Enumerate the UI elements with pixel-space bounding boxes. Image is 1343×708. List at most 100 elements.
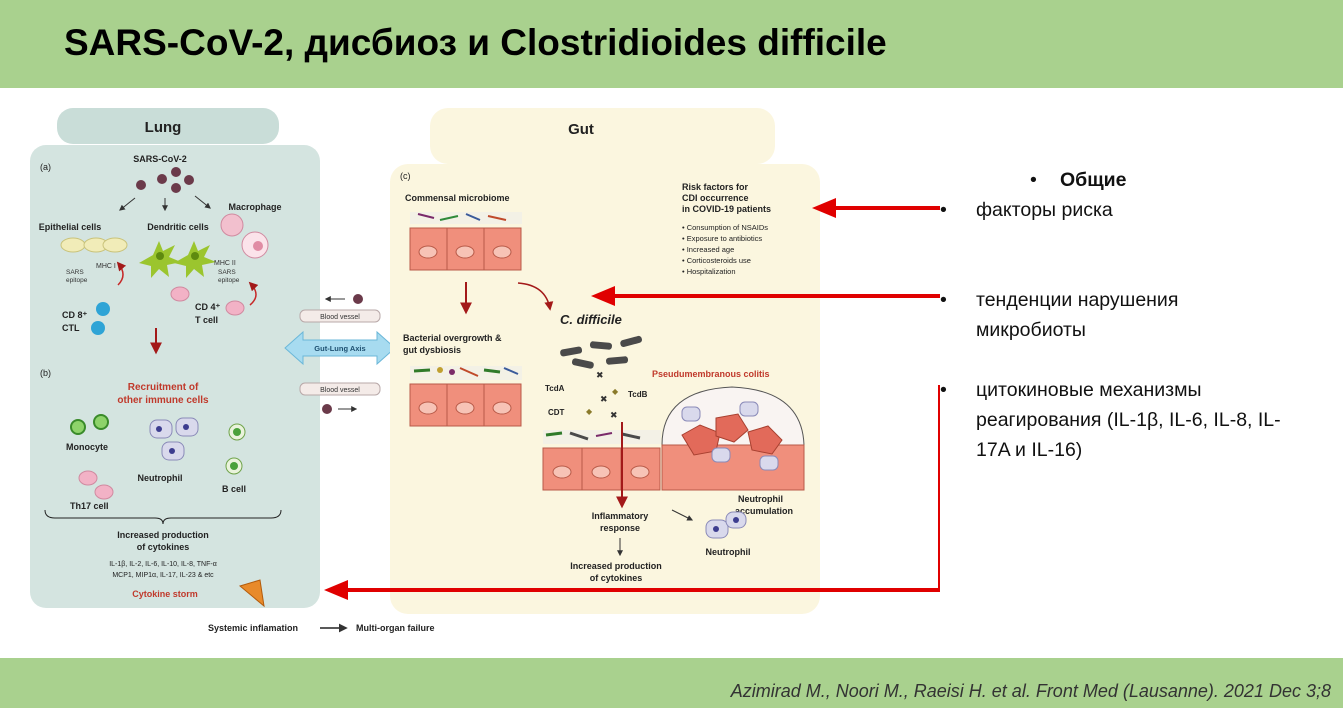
cdiff-bacteria	[560, 335, 642, 369]
inflammatory-label-1: Inflammatory	[592, 511, 649, 521]
blood-vessel-label-2: Blood vessel	[320, 387, 360, 394]
cytokine-list-2: MCP1, MIP1α, IL-17, IL-23 & etc	[112, 572, 214, 579]
neutrophil-accumulation-1: Neutrophil	[738, 494, 783, 504]
cd8-label: CD 8⁺	[62, 310, 88, 320]
risk-item-5: • Hospitalization	[682, 267, 736, 276]
bullet-cytokines-line1: цитокиновые механизмы	[976, 379, 1202, 401]
cd4-label: CD 4⁺	[195, 302, 221, 312]
epithelial-label: Epithelial cells	[39, 222, 102, 232]
risk-item-4: • Corticosteroids use	[682, 256, 751, 265]
panel-b-label: (b)	[40, 368, 51, 378]
pseudomembrane	[661, 386, 805, 491]
increased-production-2: of cytokines	[590, 573, 643, 583]
bullet-risk-factors-text: факторы риска	[976, 199, 1113, 221]
commensal-label: Commensal microbiome	[405, 193, 510, 203]
cytokines-label-2: of cytokines	[137, 542, 190, 552]
overgrowth-label-1: Bacterial overgrowth &	[403, 333, 502, 343]
gut-epithelium-colitis	[542, 430, 661, 491]
gut-lung-axis-label: Gut-Lung Axis	[314, 344, 365, 353]
inflammatory-label-2: response	[600, 523, 640, 533]
bullet-cytokines-line3: 17A и IL-16)	[976, 439, 1083, 461]
sars-epitope-label-1: SARS	[66, 269, 84, 276]
gut-panel: Gut (c) Commensal microbiome Risk factor…	[390, 108, 820, 614]
neutrophil-label-lung: Neutrophil	[138, 473, 183, 483]
risk-item-3: • Increased age	[682, 245, 734, 254]
tcda-label: TcdA	[545, 384, 565, 393]
panel-a-label: (a)	[40, 162, 51, 172]
cytokines-label-1: Increased production	[117, 530, 209, 540]
svg-text:✖: ✖	[600, 394, 608, 404]
epithelial-cells	[60, 237, 128, 253]
colitis-label: Pseudumembranous colitis	[652, 369, 770, 379]
tcell-label: T cell	[195, 315, 218, 325]
mhc1-label: MHC I	[96, 263, 116, 270]
neutrophils-gut	[705, 511, 747, 539]
virus-particles	[136, 167, 194, 193]
risk-item-2: • Exposure to antibiotics	[682, 234, 762, 243]
cd4-tcells	[170, 286, 245, 316]
risk-item-1: • Consumption of NSAIDs	[682, 223, 768, 232]
panel-c-label: (c)	[400, 171, 411, 181]
dendritic-cells	[139, 241, 216, 278]
systemic-outcome: Systemic inflamation Multi-organ failure	[208, 623, 435, 633]
bullet-microbiota-line2: микробиоты	[976, 319, 1086, 341]
th17-label: Th17 cell	[70, 501, 109, 511]
increased-production-1: Increased production	[570, 561, 662, 571]
gut-epithelium-dysbiosis	[409, 366, 522, 427]
bullet-cytokines: цитокиновые механизмы реагирования (IL-1…	[940, 375, 1281, 465]
recruitment-label-1: Recruitment of	[128, 382, 199, 393]
recruitment-label-2: other immune cells	[117, 395, 209, 406]
cdiff-label: C. difficile	[560, 312, 622, 327]
bullet-heading: Общие	[1030, 165, 1126, 195]
callout-arrows	[324, 198, 940, 600]
cdt-label: CDT	[548, 408, 565, 417]
bcell-label: B cell	[222, 484, 246, 494]
bullet-cytokines-line2: реагирования (IL-1β, IL-6, IL-8, IL-	[976, 409, 1281, 431]
neutrophils-lung	[149, 417, 199, 461]
blood-vessel-label-1: Blood vessel	[320, 314, 360, 321]
cdiff-covid-figure: Lung (a) SARS-CoV-2 Epithelial cells Den…	[30, 108, 940, 633]
tcdb-label: TcdB	[628, 390, 648, 399]
svg-text:✖: ✖	[610, 410, 618, 420]
macrophage-label: Macrophage	[228, 202, 281, 212]
svg-text:◆: ◆	[612, 387, 619, 396]
monocyte-label: Monocyte	[66, 442, 108, 452]
cytokine-arrow	[345, 385, 940, 592]
svg-text:◆: ◆	[586, 407, 593, 416]
lung-panel: Lung (a) SARS-CoV-2 Epithelial cells Den…	[30, 108, 320, 608]
gut-header: Gut	[568, 121, 594, 138]
cytokine-storm-label: Cytokine storm	[132, 589, 198, 599]
citation: Azimirad M., Noori M., Raeisi H. et al. …	[730, 681, 1331, 701]
ctl-label: CTL	[62, 323, 80, 333]
cytokine-list-1: IL-1β, IL-2, IL-6, IL-10, IL-8, TNF-α	[109, 561, 217, 568]
bullet-microbiota-line1: тенденции нарушения	[976, 289, 1179, 311]
multi-organ-label: Multi-organ failure	[356, 623, 435, 633]
neutrophil-accumulation-2: accumulation	[735, 506, 793, 516]
gut-epithelium-top	[409, 212, 522, 271]
epitope-label-2: epitope	[218, 277, 240, 284]
toxins: ✖ ◆ ✖ ◆ ✖	[586, 370, 619, 420]
bullet-microbiota: тенденции нарушения микробиоты	[940, 285, 1178, 345]
svg-text:✖: ✖	[596, 370, 604, 380]
footer-banner	[0, 658, 1343, 708]
title-banner	[0, 0, 1343, 88]
gut-lung-axis: Blood vessel Gut-Lung Axis Blood vessel	[284, 294, 396, 414]
slide-title: SARS-CoV-2, дисбиоз и Clostridioides dif…	[64, 22, 887, 63]
mhc2-label: MHC II	[214, 260, 236, 267]
risk-title-2: CDI occurrence	[682, 193, 749, 203]
systemic-label: Systemic inflamation	[208, 623, 298, 633]
lung-header: Lung	[145, 119, 182, 136]
cd8-tcells	[91, 302, 110, 335]
bullet-risk-factors: факторы риска	[940, 195, 1113, 225]
epitope-label-1: epitope	[66, 277, 88, 284]
dendritic-label: Dendritic cells	[147, 222, 209, 232]
sars-epitope-label-2: SARS	[218, 269, 236, 276]
storm-icon	[238, 579, 265, 608]
th17-cells	[78, 470, 114, 500]
sars-cov-2-label: SARS-CoV-2	[133, 154, 187, 164]
monocytes	[70, 414, 109, 435]
overgrowth-label-2: gut dysbiosis	[403, 345, 461, 355]
risk-title-1: Risk factors for	[682, 182, 749, 192]
risk-title-3: in COVID-19 patients	[682, 204, 771, 214]
bcells	[225, 423, 246, 475]
